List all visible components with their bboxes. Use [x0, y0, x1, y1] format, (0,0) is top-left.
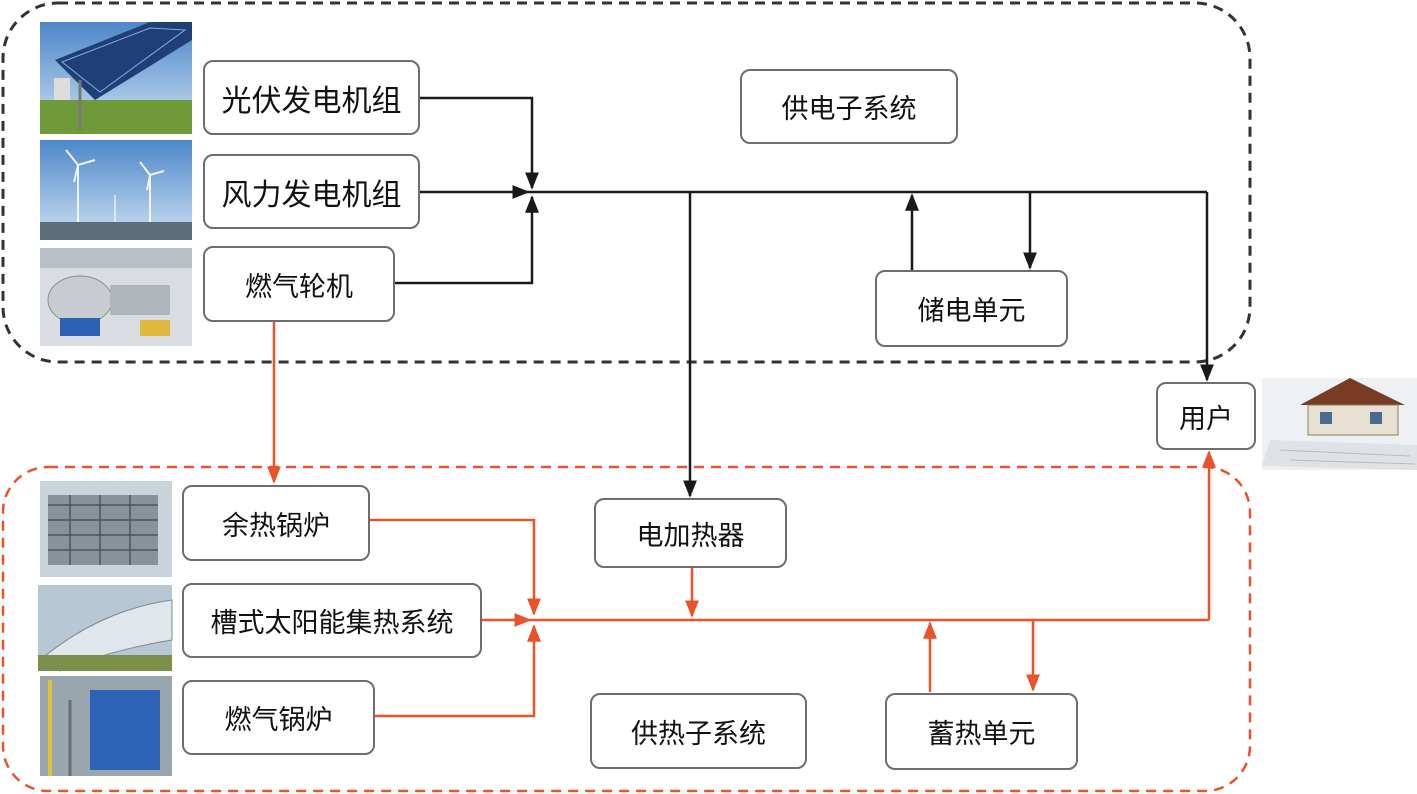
wind-generator-box: 风力发电机组 [203, 154, 420, 229]
electric-lines [395, 96, 1214, 498]
waste-heat-boiler-photo [40, 481, 172, 577]
wind-turbine-photo [40, 140, 192, 240]
user-box: 用户 [1156, 382, 1256, 450]
solar-trough-box: 槽式太阳能集热系统 [182, 583, 482, 658]
gas-boiler-to-header [375, 624, 541, 718]
heat-storage-box: 蓄热单元 [885, 693, 1078, 770]
power-subsystem-label: 供电子系统 [740, 69, 958, 144]
solar-trough-photo [38, 585, 173, 672]
thermal-lines [267, 322, 1216, 718]
turbine-to-bus [395, 195, 539, 285]
power-subsystem-boundary [1, 1, 1252, 364]
solar-panel-photo [40, 22, 192, 134]
gas-turbine-photo [40, 248, 192, 346]
pv-generator-box: 光伏发电机组 [203, 60, 420, 135]
waste-heat-boiler-box: 余热锅炉 [182, 485, 370, 561]
gas-boiler-photo [40, 676, 172, 776]
power-storage-box: 储电单元 [875, 270, 1068, 347]
house-photo [1262, 378, 1417, 470]
heat-subsystem-boundary [1, 465, 1252, 793]
gas-turbine-box: 燃气轮机 [203, 246, 395, 322]
gas-boiler-box: 燃气锅炉 [182, 680, 375, 755]
waste-heat-boiler-to-header [370, 518, 541, 616]
heat-subsystem-label: 供热子系统 [590, 693, 807, 769]
electric-heater-box: 电加热器 [594, 498, 787, 568]
pv-to-bus [420, 96, 539, 190]
